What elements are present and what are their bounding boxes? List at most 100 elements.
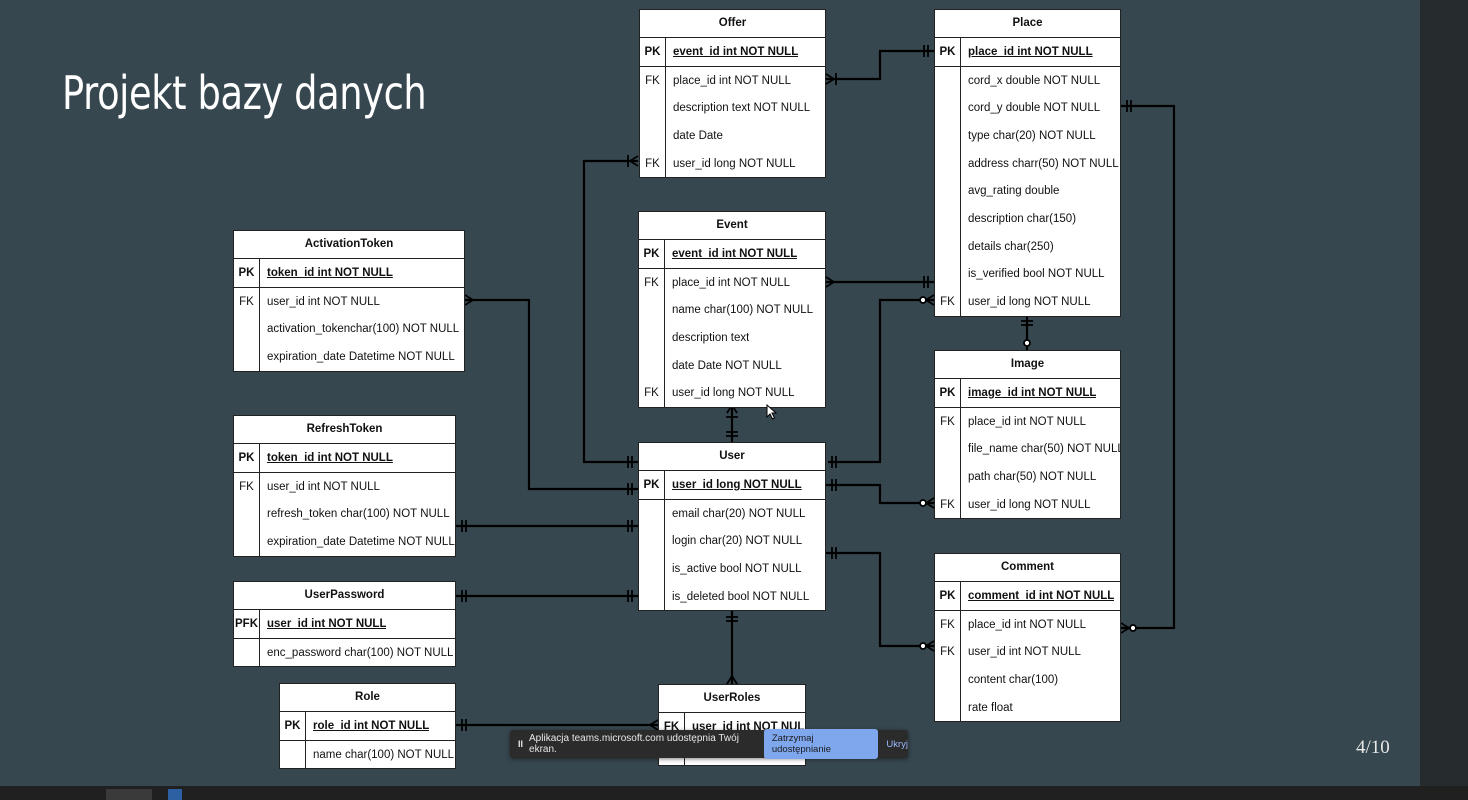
table-row: name char(100) NOT NULL bbox=[280, 740, 455, 769]
column-definition: name char(100) NOT NULL bbox=[313, 748, 455, 761]
key-cell bbox=[935, 666, 961, 694]
column-definition: content char(100) bbox=[968, 673, 1059, 686]
relationship-lines bbox=[456, 45, 1176, 731]
key-cell bbox=[935, 693, 961, 722]
key-cell: PK bbox=[234, 444, 260, 472]
mouse-cursor-icon bbox=[766, 404, 778, 420]
column-definition: description char(150) bbox=[968, 212, 1077, 225]
table-row: description text NOT NULL bbox=[640, 94, 825, 123]
column-definition: is_deleted bool NOT NULL bbox=[672, 590, 810, 603]
column-definition: user_id int NOT NULL bbox=[968, 646, 1081, 659]
column-definition: is_verified bool NOT NULL bbox=[968, 268, 1105, 281]
table-row: email char(20) NOT NULL bbox=[639, 499, 825, 528]
key-cell bbox=[935, 149, 961, 178]
key-cell: PK bbox=[280, 712, 306, 740]
table-row: path char(50) NOT NULL bbox=[935, 463, 1120, 491]
key-cell bbox=[639, 555, 665, 583]
column-definition: user_id int NOT NULL bbox=[267, 295, 380, 308]
table-name: Comment bbox=[935, 554, 1120, 582]
key-cell bbox=[935, 177, 961, 206]
table-row: date Date NOT NULL bbox=[639, 351, 825, 380]
taskbar-app-icon[interactable] bbox=[168, 789, 182, 800]
column-definition: date Date bbox=[673, 129, 723, 142]
column-definition: file_name char(50) NOT NULL bbox=[968, 443, 1120, 456]
table-row: FK user_id long NOT NULL bbox=[639, 379, 825, 408]
key-cell: FK bbox=[639, 268, 665, 297]
column-definition: comment_id int NOT NULL bbox=[968, 589, 1115, 602]
column-definition: date Date NOT NULL bbox=[672, 359, 782, 372]
table-row: is_deleted bool NOT NULL bbox=[639, 582, 825, 611]
table-row: rate float bbox=[935, 693, 1120, 722]
table-row: avg_rating double bbox=[935, 177, 1120, 206]
column-definition: activation_tokenchar(100) NOT NULL bbox=[267, 323, 460, 336]
share-message: Aplikacja teams.microsoft.com udostępnia… bbox=[529, 733, 739, 755]
column-definition: cord_x double NOT NULL bbox=[968, 74, 1101, 87]
key-cell: FK bbox=[640, 149, 666, 178]
column-definition: user_id long NOT NULL bbox=[672, 387, 795, 400]
table-row: activation_tokenchar(100) NOT NULL bbox=[234, 315, 464, 344]
table-row: date Date bbox=[640, 122, 825, 150]
column-definition: image_id int NOT NULL bbox=[968, 386, 1097, 399]
key-cell: FK bbox=[935, 288, 961, 316]
pause-icon: II bbox=[518, 739, 524, 749]
column-definition: place_id int NOT NULL bbox=[672, 276, 791, 289]
table-row: description char(150) bbox=[935, 205, 1120, 233]
column-definition: rate float bbox=[968, 701, 1013, 714]
key-cell bbox=[935, 66, 961, 95]
page-number: 4/10 bbox=[1356, 737, 1390, 758]
table-row: details char(250) bbox=[935, 232, 1120, 261]
key-cell bbox=[234, 500, 260, 529]
key-cell: FK bbox=[640, 66, 666, 95]
table-row: name char(100) NOT NULL bbox=[639, 296, 825, 325]
column-definition: user_id int NOT NULL bbox=[267, 617, 387, 630]
column-definition: place_id int NOT NULL bbox=[968, 45, 1093, 58]
key-cell: FK bbox=[935, 490, 961, 519]
table-name: User bbox=[639, 443, 825, 471]
key-cell bbox=[639, 499, 665, 528]
key-cell: PFK bbox=[234, 610, 260, 638]
key-cell: PK bbox=[935, 38, 961, 66]
key-cell bbox=[640, 94, 666, 123]
column-definition: cord_y double NOT NULL bbox=[968, 102, 1101, 115]
table-row: PFK user_id int NOT NULL bbox=[234, 610, 455, 639]
taskbar-app-button[interactable] bbox=[106, 789, 152, 800]
table-row: PK comment_id int NOT NULL bbox=[935, 582, 1120, 611]
hide-button[interactable]: Ukryj bbox=[886, 738, 908, 750]
column-definition: refresh_token char(100) NOT NULL bbox=[267, 508, 450, 521]
column-definition: login char(20) NOT NULL bbox=[672, 535, 803, 548]
table-name: Offer bbox=[640, 10, 825, 38]
key-cell bbox=[935, 94, 961, 123]
key-cell: PK bbox=[935, 582, 961, 610]
table-row: FK place_id int NOT NULL bbox=[639, 268, 825, 297]
column-definition: description text NOT NULL bbox=[673, 102, 811, 115]
key-cell bbox=[639, 527, 665, 556]
table-row: is_active bool NOT NULL bbox=[639, 555, 825, 583]
key-cell bbox=[280, 740, 306, 769]
key-cell: FK bbox=[935, 610, 961, 639]
key-cell: FK bbox=[639, 379, 665, 408]
table-row: address charr(50) NOT NULL bbox=[935, 149, 1120, 178]
key-cell bbox=[935, 205, 961, 233]
rel-offer-place bbox=[826, 49, 934, 81]
column-definition: event_id int NOT NULL bbox=[673, 45, 799, 58]
stop-sharing-button[interactable]: Zatrzymaj udostępnianie bbox=[763, 729, 879, 759]
rel-offer-user bbox=[582, 159, 638, 464]
column-definition: user_id int NOT NULL bbox=[267, 480, 380, 493]
column-definition: address charr(50) NOT NULL bbox=[968, 157, 1119, 170]
key-cell bbox=[234, 528, 260, 556]
key-cell: FK bbox=[935, 407, 961, 436]
table-name: Image bbox=[935, 351, 1120, 379]
